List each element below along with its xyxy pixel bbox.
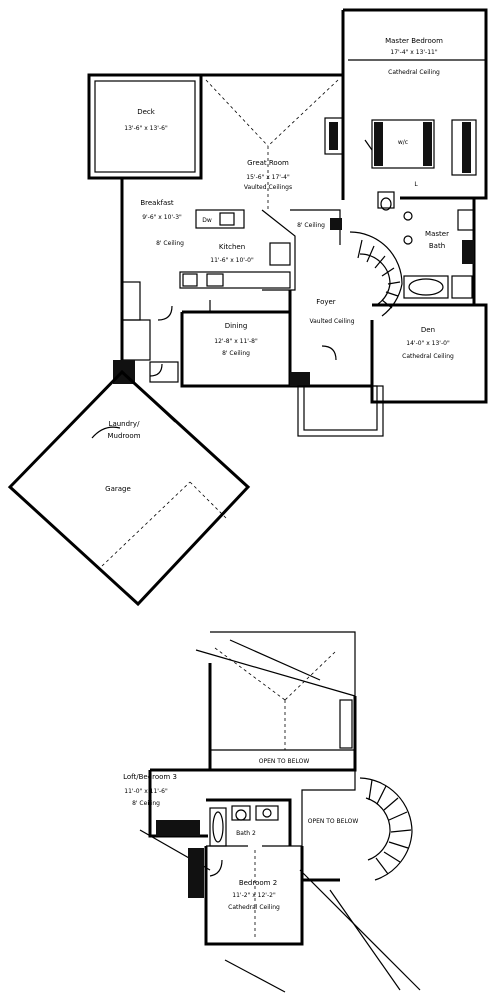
second-floor-labels: OPEN TO BELOW OPEN TO BELOW Loft/Bedroom… [123, 758, 358, 911]
den-size: 14'-0" x 13'-0" [406, 340, 450, 347]
breakfast-kitchen [120, 176, 296, 372]
loft-ceiling: 8' Ceiling [132, 800, 160, 807]
master-bath [377, 191, 476, 307]
master-bedroom-ceiling: Cathedral Ceiling [388, 69, 440, 76]
first-floor-labels: Master Bedroom 17'-4" x 13'-11" Cathedra… [105, 37, 454, 493]
dishwasher-label: Dw [202, 217, 212, 224]
hall-ceiling: 8' Ceiling [297, 222, 325, 229]
deck-name: Deck [137, 108, 156, 116]
loft-bedroom-3 [148, 768, 210, 838]
garage [7, 361, 251, 607]
great-room-name: Great Room [247, 159, 289, 167]
dining-size: 12'-8" x 11'-8" [214, 338, 258, 345]
master-bedroom-name: Master Bedroom [385, 37, 443, 45]
second-floor: OPEN TO BELOW OPEN TO BELOW Loft/Bedroom… [123, 631, 421, 993]
upper-hall-stair [300, 770, 413, 882]
kitchen-name: Kitchen [219, 243, 245, 251]
foyer-name: Foyer [316, 298, 336, 306]
great-room-size: 15'-6" x 17'-4" [246, 174, 290, 181]
great-room [199, 73, 345, 210]
foyer [288, 209, 403, 437]
kitchen-size: 11'-6" x 10'-0" [210, 257, 254, 264]
breakfast-ceiling: 8' Ceiling [156, 240, 184, 247]
open-to-below-right: OPEN TO BELOW [308, 818, 359, 825]
deck-size: 13'-6" x 13'-6" [124, 125, 168, 132]
linen-label: L [414, 181, 418, 188]
dining-name: Dining [225, 322, 248, 330]
bedroom-2-ceiling: Cathedral Ceiling [228, 904, 280, 911]
open-to-below-left: OPEN TO BELOW [259, 758, 310, 765]
laundry-name-line2: Mudroom [107, 432, 140, 440]
master-bedroom-size: 17'-4" x 13'-11" [390, 49, 437, 56]
den [370, 303, 488, 404]
bath-2-name: Bath 2 [236, 830, 256, 837]
breakfast-size: 9'-6" x 10'-3" [142, 214, 182, 221]
master-bath-name-line2: Bath [429, 242, 445, 250]
loft-size: 11'-0" x 11'-6" [124, 788, 168, 795]
bedroom-2 [188, 845, 304, 946]
great-room-ceiling: Vaulted Ceilings [244, 184, 292, 191]
den-ceiling: Cathedral Ceiling [402, 353, 454, 360]
first-floor: Master Bedroom 17'-4" x 13'-11" Cathedra… [7, 8, 488, 607]
wic-label: w/c [398, 139, 408, 146]
pantry-closets [113, 281, 151, 384]
laundry-name-line1: Laundry/ [109, 420, 141, 428]
garage-name: Garage [105, 485, 131, 493]
roof-lines [139, 631, 421, 993]
breakfast-name: Breakfast [140, 199, 174, 207]
master-bath-name-line1: Master [425, 230, 449, 238]
open-to-below-band [208, 663, 357, 772]
bath-2 [206, 798, 292, 847]
foyer-ceiling: Vaulted Ceiling [309, 318, 354, 325]
bedroom-2-size: 11'-2" x 12'-2" [232, 892, 276, 899]
dining-ceiling: 8' Ceiling [222, 350, 250, 357]
bedroom-2-name: Bedroom 2 [239, 879, 277, 887]
loft-name: Loft/Bedroom 3 [123, 773, 177, 781]
den-name: Den [421, 326, 435, 334]
